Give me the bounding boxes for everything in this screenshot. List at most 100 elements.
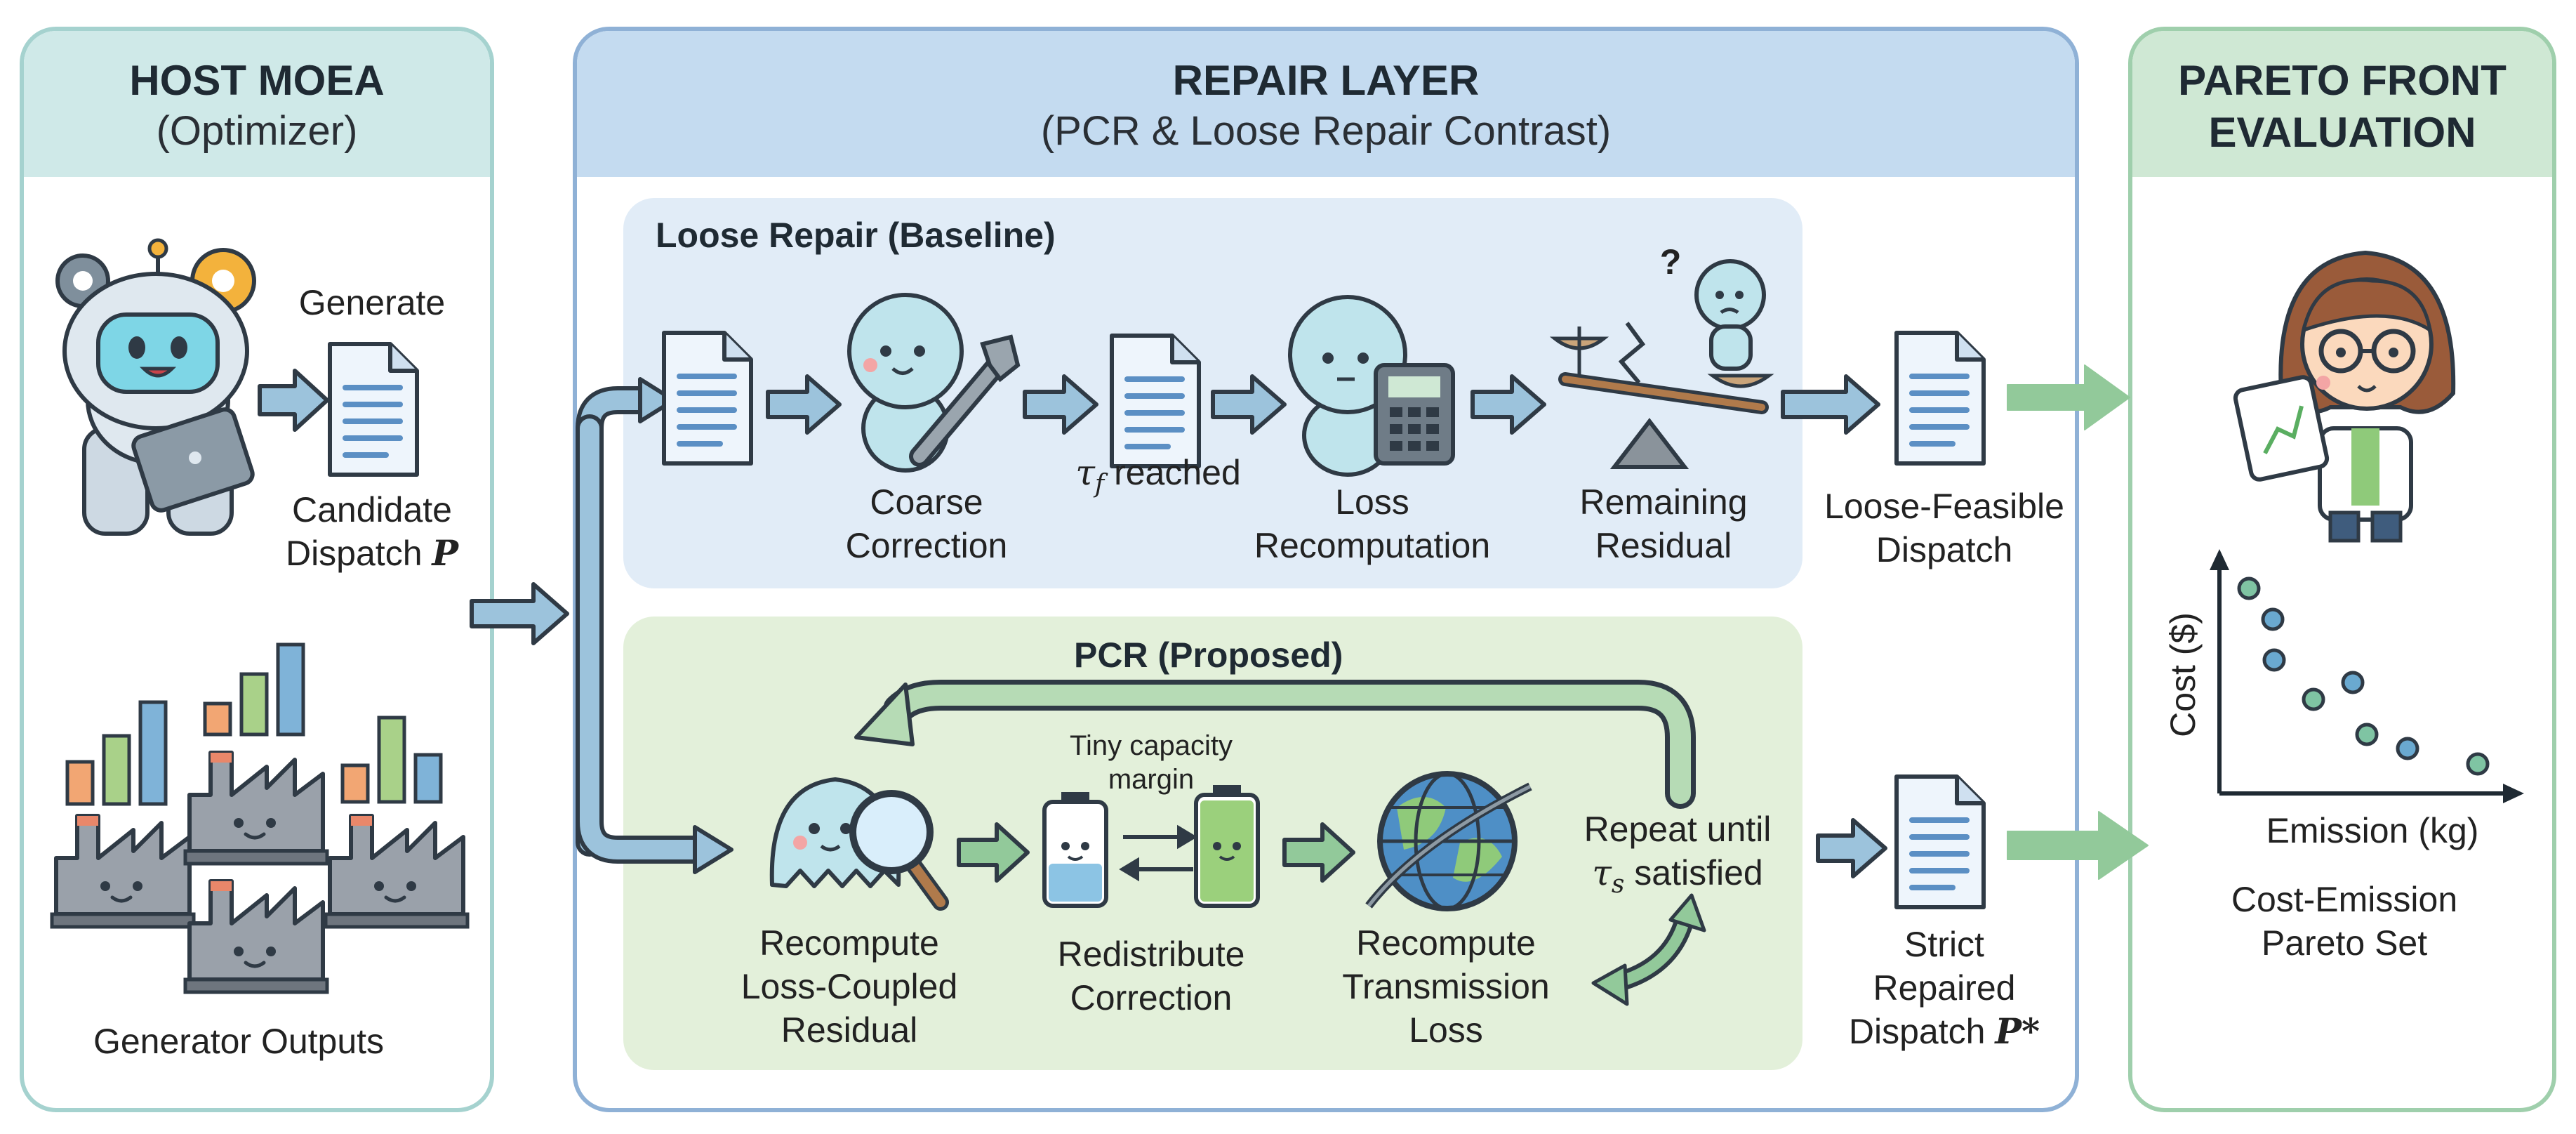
factory-icon-2 [185,753,327,864]
split-connector-arrow [576,377,733,874]
pcr-to-strict-arrow [1816,818,1887,878]
question-mark-icon: ? [1659,242,1682,282]
repair-title: REPAIR LAYER [1172,57,1480,104]
loose-arrow-3 [1211,374,1287,435]
wrench-character-icon [847,293,1021,473]
loose-to-pareto-arrow [2007,364,2130,430]
tau-s-symbol: τ [1592,852,1612,893]
battery-left-icon [1042,792,1108,908]
loose-repair-title: Loose Repair (Baseline) [656,216,1056,255]
candidate-line2-wrap: Dispatch P [253,532,491,575]
remaining-line1: Remaining [1579,482,1748,522]
pareto-ylabel: Cost ($) [2163,612,2203,737]
remaining-line2: Residual [1595,526,1732,565]
repeat-line2: satisfied [1624,853,1763,892]
strict-document-icon [1897,777,1984,907]
redistribute-line1: Redistribute [1057,935,1245,974]
strict-line2: Repaired [1873,968,2016,1008]
pareto-point [2261,607,2285,631]
balance-scale-icon [1549,259,1774,469]
transmission-line1: Recompute [1356,923,1536,963]
pareto-point [2466,752,2490,776]
recompute-line2: Loss-Coupled [741,967,958,1006]
tau-s-subscript: s [1611,870,1625,899]
strict-dispatch-label: Strict Repaired Dispatch P* [1818,923,2071,1053]
pareto-point [2341,671,2365,694]
margin-line1: Tiny capacity [1070,730,1233,761]
loss-line1: Loss [1335,482,1409,522]
strict-symbol: P* [1995,1010,2040,1052]
generator-outputs-label: Generator Outputs [93,1022,385,1061]
magnifier-character-icon [769,777,949,911]
pareto-point [2237,576,2261,600]
coarse-correction-label: Coarse Correction [807,480,1046,567]
margin-line2: margin [1108,764,1195,795]
loss-line2: Recomputation [1254,526,1491,565]
repair-subtitle: (PCR & Loose Repair Contrast) [1040,108,1612,154]
host-header: HOST MOEA (Optimizer) [24,31,490,177]
pareto-xlabel: Emission (kg) [2266,811,2479,850]
tau-f-subscript: f [1094,470,1105,499]
battery-right-icon [1194,785,1260,908]
loose-input-document-icon [664,333,751,463]
coarse-line2: Correction [845,526,1008,565]
calculator-character-icon [1288,295,1455,477]
repair-header: REPAIR LAYER (PCR & Loose Repair Contras… [577,31,2075,177]
pareto-title-line1: PARETO FRONT [2178,57,2507,104]
loose-arrow-4 [1470,374,1546,435]
globe-icon [1365,771,1532,911]
strict-to-pareto-arrow [2007,811,2149,880]
pareto-chart [2210,549,2524,803]
tau-f-symbol: τ [1075,452,1095,493]
generate-label: Generate [298,283,446,322]
redistribute-line2: Correction [1070,978,1233,1017]
repeat-line2-wrap: τs satisfied [1558,851,1797,906]
pareto-set-line2: Pareto Set [2261,923,2428,963]
loose-feasible-document-icon [1897,333,1984,463]
cycle-arrow-icon [1591,893,1706,1006]
recompute-line3: Residual [781,1010,918,1050]
tau-f-document-icon [1112,336,1199,466]
swap-arrows-icon [1119,824,1197,882]
host-to-repair-arrow [470,582,569,645]
loose-arrow-2 [1023,374,1098,435]
pareto-point [2302,687,2325,711]
pcr-arrow-1 [957,822,1030,883]
tau-f-reached-label: τf reached [1046,451,1270,506]
pareto-point [2262,648,2286,672]
remaining-residual-label: Remaining Residual [1544,480,1783,567]
candidate-dispatch-label: Candidate Dispatch P [253,488,491,575]
strict-line1: Strict [1904,925,1984,964]
candidate-line1: Candidate [292,490,452,529]
recompute-transmission-label: Recompute Transmission Loss [1320,921,1572,1052]
pcr-arrow-2 [1282,822,1355,883]
strict-line3: Dispatch [1848,1012,1986,1051]
loose-arrow-5 [1781,374,1880,435]
host-title: HOST MOEA [129,57,385,104]
loss-recomputation-label: Loss Recomputation [1235,480,1509,567]
pareto-set-line1: Cost-Emission [2231,880,2458,919]
pareto-point [2355,723,2379,746]
factory-icon-3 [326,816,467,927]
factory-icon-1 [52,816,194,927]
loose-feasible-dispatch-label: Loose-Feasible Dispatch [1797,484,2092,572]
recompute-residual-label: Recompute Loss-Coupled Residual [730,921,969,1052]
loose-arrow-1 [766,374,842,435]
pareto-point [2396,737,2419,760]
loose-output-line1: Loose-Feasible [1824,487,2064,526]
generator-bars-icon [65,642,443,806]
pcr-loop-arrow [854,680,1696,809]
coarse-line1: Coarse [870,482,983,522]
candidate-line2: Dispatch [285,534,423,573]
factory-icon-4 [185,881,327,992]
tau-f-text: reached [1104,453,1241,492]
pareto-set-label: Cost-Emission Pareto Set [2169,878,2520,965]
host-subtitle: (Optimizer) [156,108,358,154]
host-candidate-arrow [258,369,329,432]
transmission-line2: Transmission [1342,967,1550,1006]
repeat-line1: Repeat until [1584,810,1772,849]
loose-output-line2: Dispatch [1875,530,2013,569]
candidate-document-icon [330,344,417,475]
scientist-character-icon [2233,250,2456,543]
